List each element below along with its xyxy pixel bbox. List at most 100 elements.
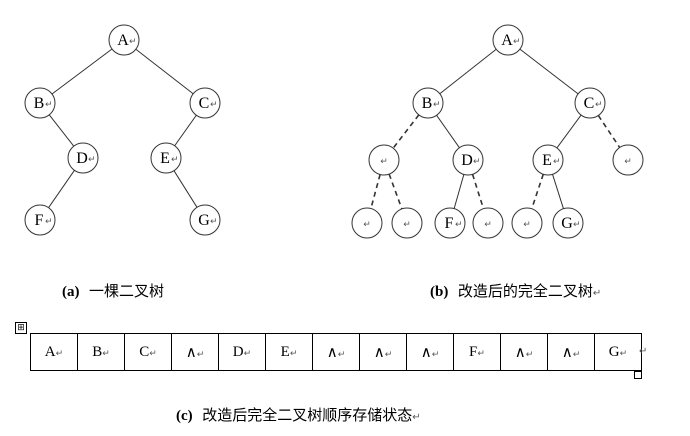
node-label-D: D xyxy=(461,152,473,169)
storage-cell-13: G↵ xyxy=(594,333,642,371)
edge-A-C xyxy=(135,48,194,95)
edge-E-G xyxy=(552,174,564,209)
node-mark-C: ↵ xyxy=(595,100,603,110)
storage-cell-2: B↵ xyxy=(77,333,125,371)
storage-cell-4: ∧↵ xyxy=(171,333,219,371)
storage-cell-value: ∧ xyxy=(326,344,338,361)
storage-cell-value: D xyxy=(232,343,244,360)
edge-C-E xyxy=(174,114,197,147)
edge-D-F xyxy=(48,170,75,208)
node-label-C: C xyxy=(199,95,210,112)
node-circle-v6 xyxy=(511,207,543,239)
edge-C-v2 xyxy=(597,115,621,148)
cell-mark: ↵ xyxy=(337,349,346,360)
storage-cell-value: C xyxy=(139,343,150,360)
node-mark-v5: ↵ xyxy=(484,220,492,230)
cell-mark: ↵ xyxy=(431,349,440,360)
cell-mark: ↵ xyxy=(55,348,64,359)
storage-cell-3: C↵ xyxy=(124,333,172,371)
node-label-C: C xyxy=(584,95,595,112)
table-move-handle[interactable]: ⊞ xyxy=(15,322,27,334)
edge-A-C xyxy=(519,48,579,95)
edge-D-F xyxy=(453,174,465,209)
storage-cell-value: G xyxy=(608,343,620,360)
node-mark-D: ↵ xyxy=(473,157,481,167)
edge-D-v5 xyxy=(471,174,485,209)
node-mark-v6: ↵ xyxy=(523,220,531,230)
storage-cell-1: A↵ xyxy=(30,333,78,371)
edge-A-B xyxy=(51,48,113,95)
node-label-B: B xyxy=(422,95,433,112)
caption-a-tag: (a) xyxy=(62,284,80,300)
edge-v1-v3 xyxy=(370,174,381,209)
node-circle-D xyxy=(452,144,484,176)
node-label-G: G xyxy=(561,215,573,232)
node-circle-F xyxy=(434,207,466,239)
cell-mark: ↵ xyxy=(289,348,298,359)
node-circle-B xyxy=(412,87,444,119)
node-label-F: F xyxy=(445,215,454,232)
binary-tree-diagrams: A↵B↵C↵D↵E↵F↵G↵ A↵B↵C↵↵D↵E↵↵↵↵F↵↵↵G↵ xyxy=(24,24,644,239)
edge-C-E xyxy=(556,114,582,149)
edge-B-D xyxy=(436,114,460,149)
node-circle-D xyxy=(67,142,99,174)
caption-c: (c) 改造后完全二叉树顺序存储状态↵ xyxy=(176,404,421,425)
node-label-E: E xyxy=(160,150,170,167)
caption-a: (a) 一棵二叉树 xyxy=(62,280,164,301)
caption-a-text: 一棵二叉树 xyxy=(89,282,165,300)
paragraph-mark: ↵ xyxy=(592,288,602,299)
storage-cell-value: A xyxy=(44,343,56,360)
edge-v1-v4 xyxy=(388,173,403,210)
node-mark-F: ↵ xyxy=(45,217,53,227)
storage-cell-6: E↵ xyxy=(265,333,313,371)
storage-cell-10: F↵ xyxy=(453,333,501,371)
storage-cell-value: ∧ xyxy=(420,344,432,361)
caption-b: (b) 改造后的完全二叉树↵ xyxy=(430,280,601,301)
node-label-A: A xyxy=(117,32,129,49)
cell-mark: ↵ xyxy=(149,348,157,359)
node-mark-A: ↵ xyxy=(129,37,137,47)
storage-cell-value: E xyxy=(280,343,290,360)
table-resize-handle[interactable] xyxy=(634,371,642,379)
paragraph-mark: ↵ xyxy=(412,412,421,423)
cell-mark: ↵ xyxy=(572,349,581,360)
storage-cell-7: ∧↵ xyxy=(312,333,360,371)
node-mark-v3: ↵ xyxy=(363,220,371,230)
cell-mark: ↵ xyxy=(243,348,252,359)
storage-cell-value: B xyxy=(92,343,103,360)
storage-cell-value: F xyxy=(469,343,478,360)
storage-cell-12: ∧↵ xyxy=(547,333,595,371)
row-end-mark: ↵ xyxy=(639,346,648,357)
node-mark-C: ↵ xyxy=(210,100,218,110)
storage-cell-value: ∧ xyxy=(373,344,385,361)
node-circle-G xyxy=(552,207,584,239)
node-circle-A xyxy=(108,24,140,56)
storage-cell-value: ∧ xyxy=(185,344,197,361)
storage-cell-value: ∧ xyxy=(514,344,526,361)
node-mark-B: ↵ xyxy=(433,100,441,110)
node-circle-C xyxy=(574,87,606,119)
node-circle-C xyxy=(189,87,221,119)
node-circle-v3 xyxy=(351,207,383,239)
node-mark-v1: ↵ xyxy=(380,157,388,167)
cell-mark: ↵ xyxy=(525,349,534,360)
edge-B-v1 xyxy=(392,114,420,149)
cell-mark: ↵ xyxy=(619,348,628,359)
node-mark-A: ↵ xyxy=(513,37,521,47)
node-circle-B xyxy=(24,87,56,119)
tree-b-complete-binary-tree: A↵B↵C↵↵D↵E↵↵↵↵F↵↵↵G↵ xyxy=(351,24,644,239)
node-mark-G: ↵ xyxy=(573,220,581,230)
node-mark-B: ↵ xyxy=(45,100,53,110)
cell-mark: ↵ xyxy=(196,349,205,360)
caption-c-tag: (c) xyxy=(176,408,193,424)
node-circle-v5 xyxy=(472,207,504,239)
storage-cell-11: ∧↵ xyxy=(500,333,548,371)
storage-cell-value: ∧ xyxy=(561,344,573,361)
edge-A-B xyxy=(439,48,497,95)
edge-E-v6 xyxy=(530,173,545,210)
node-label-B: B xyxy=(34,95,45,112)
node-circle-E xyxy=(532,144,564,176)
node-mark-E: ↵ xyxy=(553,157,561,167)
cell-mark: ↵ xyxy=(102,348,110,359)
cell-mark: ↵ xyxy=(384,349,393,360)
